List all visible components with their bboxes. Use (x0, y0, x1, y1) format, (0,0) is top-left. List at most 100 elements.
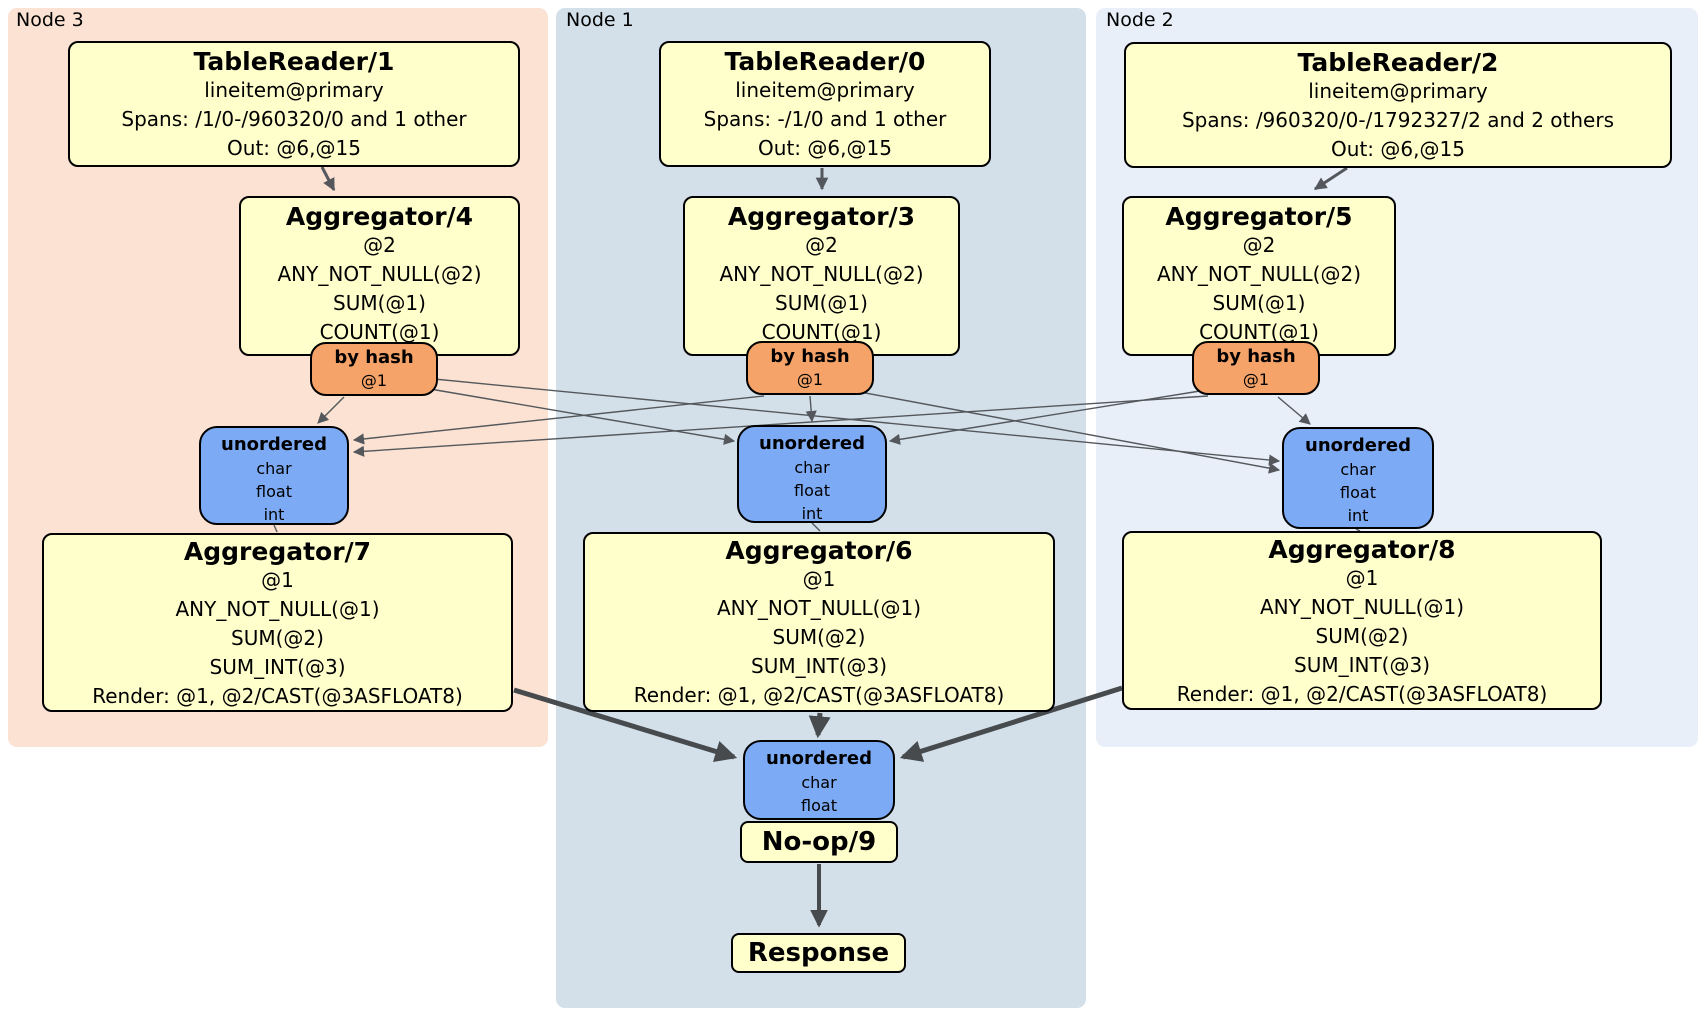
box-title: TableReader/1 (193, 47, 395, 76)
stream-unordered-node3: unordered char float int (199, 426, 349, 525)
box-line: ANY_NOT_NULL(@1) (1260, 595, 1464, 619)
router-detail: @1 (1242, 370, 1270, 389)
box-aggregator-3: Aggregator/3 @2 ANY_NOT_NULL(@2) SUM(@1)… (683, 196, 960, 356)
region-label-node1: Node 1 (566, 9, 634, 31)
box-title: TableReader/0 (724, 47, 926, 76)
box-line: Spans: /960320/0-/1792327/2 and 2 others (1181, 108, 1614, 132)
edge-hash-node3-to-unordered-node3 (317, 396, 345, 424)
box-line: COUNT(@1) (761, 320, 882, 344)
router-by-hash-node2: by hash @1 (1192, 341, 1320, 395)
box-line: Spans: /1/0-/960320/0 and 1 other (121, 107, 467, 131)
edge-hash-node2-to-unordered-node2 (1277, 396, 1311, 425)
stream-title: unordered (221, 434, 327, 455)
box-line: ANY_NOT_NULL(@2) (719, 262, 924, 286)
box-line: ANY_NOT_NULL(@2) (1157, 262, 1361, 286)
edge-hash-node1-to-unordered-node3 (352, 395, 765, 445)
box-line: Render: @1, @2/CAST(@3ASFLOAT8) (633, 683, 1005, 707)
box-line: @1 (1345, 566, 1379, 590)
box-title: Aggregator/8 (1268, 535, 1456, 564)
stream-column: char (801, 773, 837, 792)
stream-unordered-node2: unordered char float int (1282, 427, 1434, 529)
stream-column: char (794, 458, 830, 477)
router-by-hash-node3: by hash @1 (310, 342, 438, 396)
box-aggregator-7: Aggregator/7 @1 ANY_NOT_NULL(@1) SUM(@2)… (42, 533, 513, 712)
edge-unordered-node2-to-aggregator8 (1355, 528, 1361, 532)
box-line: lineitem@primary (1308, 79, 1488, 103)
box-line: lineitem@primary (735, 78, 915, 102)
box-line: ANY_NOT_NULL(@1) (717, 596, 921, 620)
stream-column: float (256, 482, 292, 501)
box-line: @2 (1242, 233, 1276, 257)
stream-column: float (1340, 483, 1376, 502)
edge-tablereader1-to-aggregator4 (320, 166, 336, 192)
edge-hash-node1-to-unordered-node1 (805, 395, 817, 423)
region-label-node2: Node 2 (1106, 9, 1174, 31)
box-title: TableReader/2 (1297, 48, 1499, 77)
box-line: SUM_INT(@3) (209, 655, 346, 679)
router-by-hash-node1: by hash @1 (746, 341, 874, 395)
stream-column: int (1347, 506, 1369, 525)
box-line: COUNT(@1) (319, 320, 440, 344)
box-line: SUM(@2) (772, 625, 866, 649)
box-line: Out: @6,@15 (758, 136, 892, 160)
box-line: SUM(@1) (775, 291, 868, 315)
box-line: COUNT(@1) (1199, 320, 1319, 344)
stream-title: unordered (766, 748, 872, 769)
box-line: @1 (261, 568, 294, 592)
box-line: SUM(@2) (1315, 624, 1409, 648)
router-title: by hash (770, 346, 850, 367)
box-line: ANY_NOT_NULL(@1) (175, 597, 380, 621)
box-line: @2 (363, 233, 396, 257)
box-line: SUM(@1) (1212, 291, 1306, 315)
box-line: SUM(@1) (333, 291, 426, 315)
box-title: Response (747, 938, 890, 968)
box-line: Out: @6,@15 (1331, 137, 1465, 161)
box-title: Aggregator/7 (183, 537, 372, 566)
box-aggregator-8: Aggregator/8 @1 ANY_NOT_NULL(@1) SUM(@2)… (1122, 531, 1602, 710)
stream-column: char (256, 459, 292, 478)
stream-column: int (801, 504, 823, 523)
box-line: Render: @1, @2/CAST(@3ASFLOAT8) (1176, 682, 1548, 706)
box-line: lineitem@primary (204, 78, 384, 102)
router-title: by hash (334, 347, 414, 368)
edge-hash-node3-to-unordered-node2 (433, 378, 1281, 466)
box-tablereader-0: TableReader/0 lineitem@primary Spans: -/… (659, 41, 991, 167)
box-line: ANY_NOT_NULL(@2) (277, 262, 482, 286)
router-title: by hash (1216, 346, 1296, 367)
box-title: Aggregator/6 (725, 536, 913, 565)
stream-column: float (801, 796, 837, 815)
box-line: SUM(@2) (231, 626, 324, 650)
box-tablereader-2: TableReader/2 lineitem@primary Spans: /9… (1124, 42, 1672, 168)
box-tablereader-1: TableReader/1 lineitem@primary Spans: /1… (68, 41, 520, 167)
stream-title: unordered (759, 433, 865, 454)
stream-title: unordered (1305, 435, 1411, 456)
edge-aggregator7-to-final-unordered (513, 687, 738, 763)
box-line: Out: @6,@15 (227, 136, 361, 160)
box-title: Aggregator/3 (727, 202, 916, 231)
stream-column: char (1340, 460, 1376, 479)
edge-unordered-node3-to-aggregator7 (273, 524, 278, 533)
box-line: @1 (802, 567, 836, 591)
stream-unordered-final: unordered char float (743, 740, 895, 820)
edge-aggregator8-to-final-unordered (899, 685, 1123, 762)
box-line: SUM_INT(@3) (1294, 653, 1430, 677)
box-title: No-op/9 (761, 827, 877, 857)
box-aggregator-4: Aggregator/4 @2 ANY_NOT_NULL(@2) SUM(@1)… (239, 196, 520, 356)
box-title: Aggregator/4 (285, 202, 474, 231)
router-detail: @1 (360, 371, 388, 390)
edge-tablereader2-to-aggregator5 (1313, 166, 1348, 191)
box-aggregator-5: Aggregator/5 @2 ANY_NOT_NULL(@2) SUM(@1)… (1122, 196, 1396, 356)
edge-aggregator6-to-final-unordered (808, 712, 831, 739)
stream-column: int (263, 505, 285, 524)
edge-hash-node1-to-unordered-node2 (859, 391, 1281, 474)
region-label-node3: Node 3 (16, 9, 84, 31)
edge-hash-node3-to-unordered-node1 (429, 388, 736, 445)
stream-column: float (794, 481, 830, 500)
box-noop: No-op/9 (740, 821, 898, 863)
box-line: @2 (805, 233, 838, 257)
stream-unordered-node1: unordered char float int (737, 425, 887, 523)
box-response: Response (731, 933, 906, 973)
box-title: Aggregator/5 (1165, 202, 1353, 231)
